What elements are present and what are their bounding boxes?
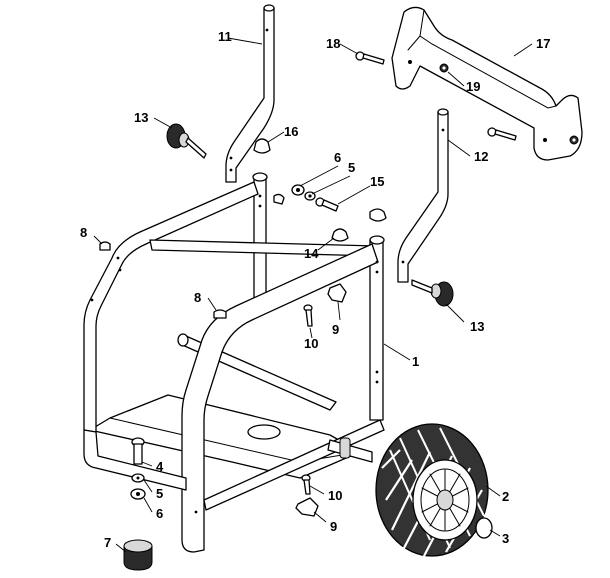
callout-14: 14 — [304, 246, 319, 261]
base-plate-hole — [247, 424, 281, 440]
rear-loop-tube — [83, 181, 259, 433]
clamp-9-upper — [327, 283, 347, 303]
callout-19: 19 — [466, 79, 480, 94]
handle-tube-left — [225, 4, 275, 183]
top-cross-bar — [149, 239, 377, 257]
cap-8-center — [213, 309, 227, 319]
retaining-ring-3 — [475, 517, 493, 539]
callout-16: 16 — [284, 124, 298, 139]
callout-5-top: 5 — [348, 160, 355, 175]
nut-5-lower — [131, 473, 145, 483]
callout-12: 12 — [474, 149, 488, 164]
frame-base-plate — [89, 394, 361, 479]
front-loop-tube — [181, 243, 379, 553]
cap-14 — [331, 228, 349, 242]
washer-6-lower — [130, 488, 146, 500]
callout-3: 3 — [502, 531, 509, 546]
callout-2: 2 — [502, 489, 509, 504]
callout-9-upper: 9 — [332, 322, 339, 337]
callout-8-center: 8 — [194, 290, 201, 305]
rubber-foot-7 — [123, 539, 153, 571]
axle-bar-end — [177, 333, 189, 347]
screw-10-lower — [301, 474, 311, 495]
callout-15: 15 — [370, 174, 384, 189]
callout-6-lower: 6 — [156, 506, 163, 521]
callout-8-left: 8 — [80, 225, 87, 240]
callout-labels: 1 2 3 4 5 5 6 6 7 8 8 9 9 10 10 11 12 13… — [80, 29, 550, 550]
callout-18: 18 — [326, 36, 340, 51]
handle-grip — [391, 6, 583, 161]
callout-10-upper: 10 — [304, 336, 318, 351]
callout-5-lower: 5 — [156, 486, 163, 501]
callout-13-left: 13 — [134, 110, 148, 125]
front-tube-end — [369, 235, 385, 245]
washer-6-top — [291, 184, 305, 196]
callout-6-top: 6 — [334, 150, 341, 165]
handle-grip-body — [391, 6, 583, 161]
screw-18-right — [487, 127, 517, 141]
wheel-2 — [375, 423, 489, 557]
cap-front — [369, 208, 387, 222]
screw-18-top — [355, 51, 385, 65]
callout-9-lower: 9 — [330, 519, 337, 534]
axle-collar — [339, 437, 351, 459]
clamp-9-lower — [295, 497, 319, 517]
callout-10-lower: 10 — [328, 488, 342, 503]
callout-7: 7 — [104, 535, 111, 550]
handle-tube-right-body — [397, 111, 449, 283]
bolt-15 — [315, 197, 339, 212]
callout-13-right: 13 — [470, 319, 484, 334]
callout-4: 4 — [156, 459, 164, 474]
knob-13-right — [411, 279, 454, 307]
handle-tube-right — [397, 108, 449, 283]
handle-tube-left-body — [225, 7, 275, 183]
nut-19 — [439, 63, 579, 145]
frame — [83, 172, 385, 553]
knob-13-left — [166, 123, 207, 159]
leader-lines — [93, 37, 533, 553]
screw-10-upper — [303, 304, 313, 327]
callout-17: 17 — [536, 36, 550, 51]
front-upright-right — [369, 239, 384, 421]
callout-11: 11 — [218, 29, 232, 44]
bolt-4 — [131, 437, 145, 465]
rear-tube-end — [252, 172, 268, 182]
cap-16 — [253, 138, 271, 154]
small-plug — [273, 193, 285, 205]
callout-1: 1 — [412, 354, 419, 369]
bottom-rail-rear — [83, 429, 187, 491]
